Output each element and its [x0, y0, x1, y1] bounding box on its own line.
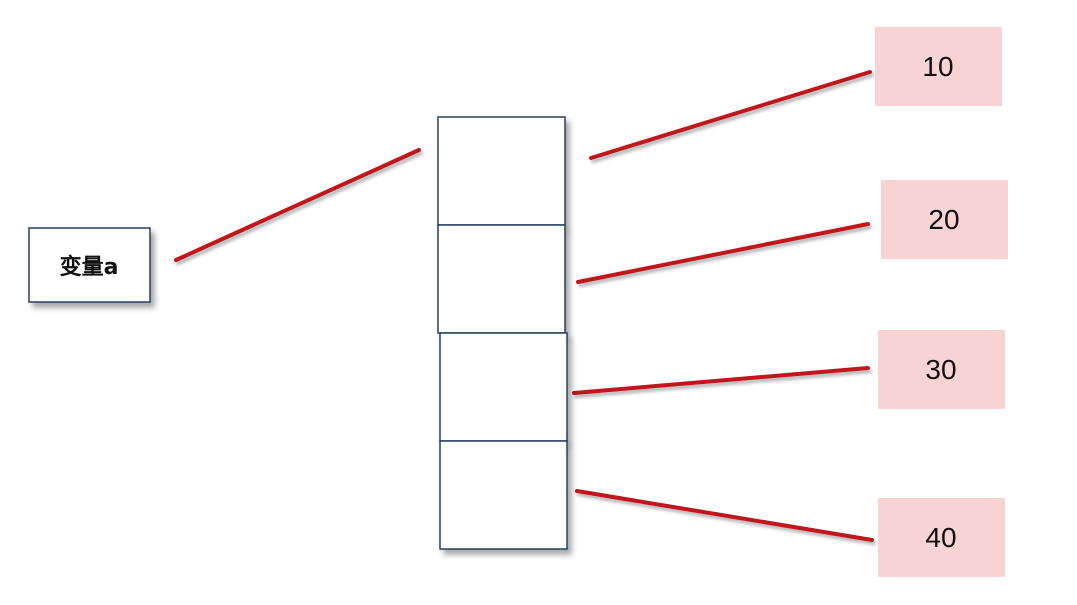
connector-variable-to-array — [174, 148, 421, 262]
value-label: 40 — [925, 522, 956, 553]
variable-box — [28, 227, 151, 303]
array-cell-3 — [439, 332, 568, 442]
value-box — [875, 27, 1002, 106]
variable-label: 变量a — [60, 254, 119, 280]
value-label: 10 — [922, 51, 953, 82]
array-cell-2 — [437, 224, 566, 334]
connector-lines — [174, 70, 874, 542]
value-node-40: 40 — [878, 498, 1005, 577]
value-node-20: 20 — [881, 180, 1008, 259]
array-stack — [437, 116, 568, 550]
array-cell-4 — [439, 440, 568, 550]
connector-cell-3-to-value-30 — [572, 366, 870, 395]
array-cell-1 — [437, 116, 566, 226]
value-box — [878, 498, 1005, 577]
value-label: 30 — [925, 354, 956, 385]
value-box — [881, 180, 1008, 259]
variable-node: 变量a — [28, 227, 151, 303]
connector-cell-4-to-value-40 — [575, 489, 874, 542]
value-node-10: 10 — [875, 27, 1002, 106]
value-box — [878, 330, 1005, 409]
value-node-30: 30 — [878, 330, 1005, 409]
connector-cell-2-to-value-20 — [576, 222, 870, 284]
value-label: 20 — [928, 204, 959, 235]
connector-cell-1-to-value-10 — [589, 70, 872, 160]
